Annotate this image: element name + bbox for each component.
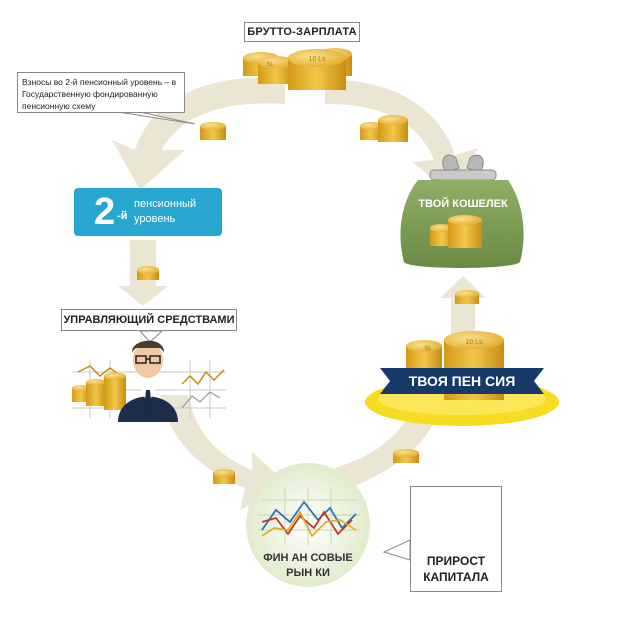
coin-mark: 10 Ls (465, 339, 483, 346)
markets-label-line2: РЫН КИ (286, 567, 330, 579)
coin-stack-left-arrow (200, 122, 226, 140)
pension-badge: 10 Ls SL (365, 331, 559, 426)
second-level-box: 2 -й пенсионный уровень (74, 188, 222, 236)
coin-mark: SL (424, 346, 432, 352)
manager-illustration (72, 340, 226, 422)
coin-stack-right-arrow (360, 115, 408, 142)
coin-stack-return-arrow (393, 449, 419, 463)
level-line1: пенсионный (134, 198, 197, 210)
growth-label-line1: ПРИРОСТ (426, 554, 486, 568)
fund-manager-label: УПРАВЛЯЮЩИЙ СРЕДСТВАМИ (61, 309, 237, 331)
level-number: 2 (94, 191, 116, 233)
pension-label: ТВОЯ ПЕН СИЯ (408, 373, 516, 389)
growth-label: ПРИРОСТ КАПИТАЛА (411, 553, 501, 585)
wallet-label: ТВОЙ КОШЕЛЕК (418, 198, 508, 210)
wallet-icon (400, 154, 524, 268)
manager-bubble-tail (138, 330, 164, 343)
coin-mark: SL (266, 62, 274, 68)
level-suffix: -й (117, 210, 128, 222)
level-line2: уровень (134, 213, 176, 225)
growth-label-line2: КАПИТАЛА (423, 570, 489, 584)
gross-salary-label: БРУТТО-ЗАРПЛАТА (244, 22, 360, 42)
top-coin-pile: 10 Ls SL (243, 48, 352, 90)
markets-label: ФИН АН СОВЫЕ РЫН КИ (252, 551, 364, 581)
coin-mark: 10 Ls (308, 56, 326, 63)
markets-label-line1: ФИН АН СОВЫЕ (263, 552, 353, 564)
markets-chart (246, 463, 370, 587)
capital-growth-box: ПРИРОСТ КАПИТАЛА (410, 486, 502, 592)
growth-bubble-tail (382, 539, 411, 561)
flow-arrows (112, 78, 486, 510)
coin-stack-level-arrow (137, 266, 159, 280)
coin-stack-pension-up (455, 290, 479, 304)
contributions-note: Взносы во 2-й пенсионный уровень – в Гос… (17, 72, 185, 113)
coin-stack-market-arrow (213, 469, 235, 484)
